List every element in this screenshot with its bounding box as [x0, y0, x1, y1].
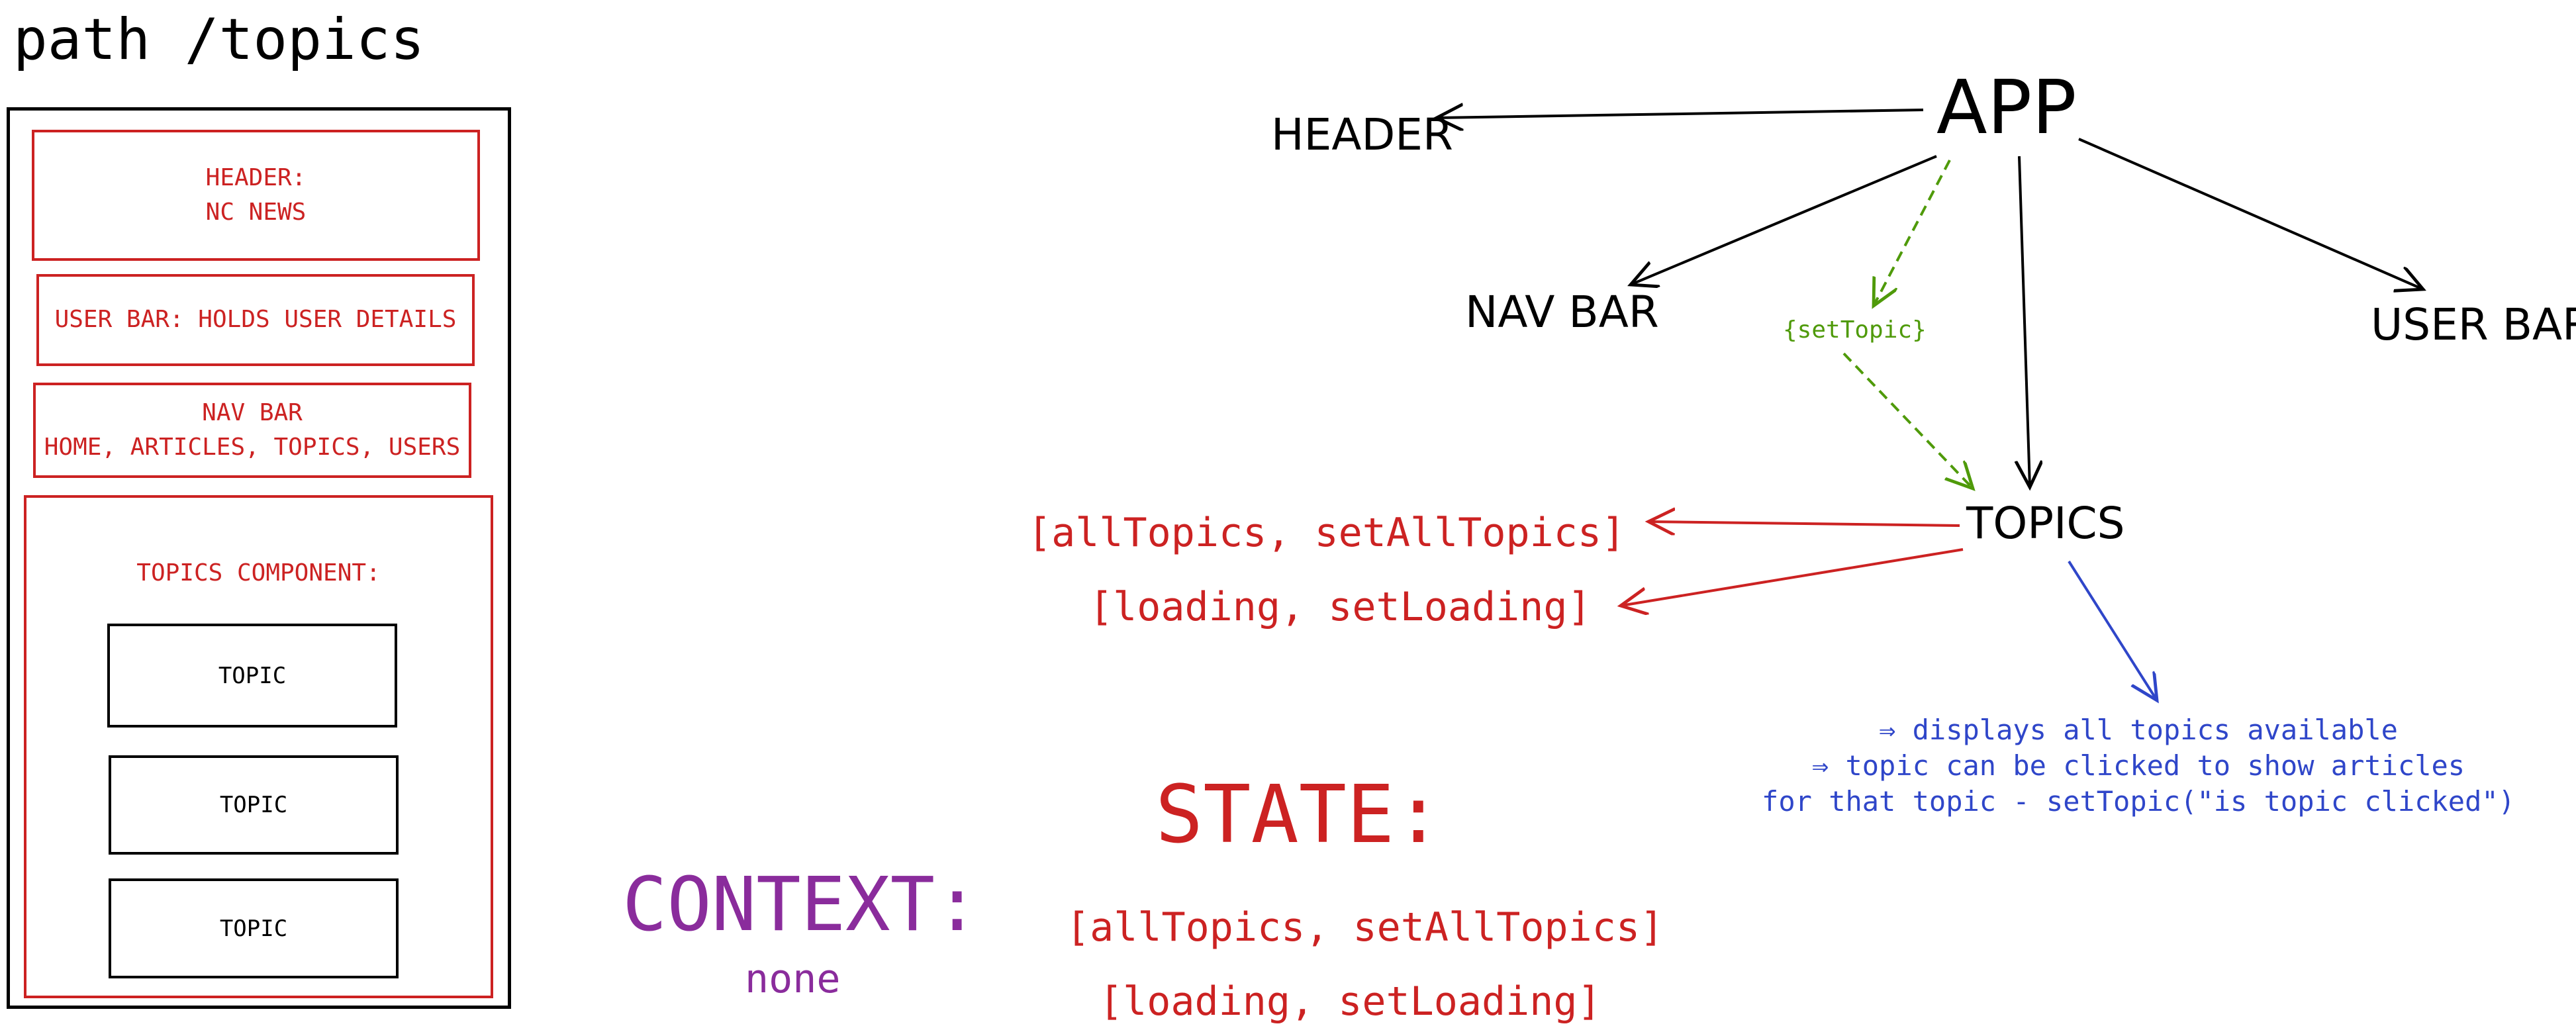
arrow-app-to-user-bar — [2078, 138, 2423, 289]
wireframe-header-subtitle: NC NEWS — [205, 199, 307, 226]
arrow-topics-to-loading-state — [1621, 548, 1964, 606]
context-title: CONTEXT: — [622, 862, 980, 948]
topic-item-label: TOPIC — [219, 915, 288, 942]
state-alltopics: [allTopics, setAllTopics] — [1066, 904, 1664, 951]
page-wireframe — [7, 107, 511, 1009]
topics-state-loading: [loading, setLoading] — [1089, 584, 1592, 630]
node-header: HEADER — [1271, 109, 1453, 160]
topic-item-label: TOPIC — [219, 792, 288, 818]
state-title: STATE: — [1155, 769, 1443, 861]
wireframe-topic-item: TOPIC — [109, 878, 399, 978]
wireframe-nav-bar-links: HOME, ARTICLES, TOPICS, USERS — [44, 434, 461, 461]
arrow-topics-to-alltopics-state — [1648, 522, 1960, 526]
arrow-settopic-to-topics — [1842, 352, 1973, 489]
wireframe-header-box: HEADER: NC NEWS — [32, 130, 480, 261]
node-app: APP — [1936, 65, 2077, 151]
node-nav-bar: NAV BAR — [1465, 287, 1659, 338]
arrow-topics-to-note — [2068, 560, 2157, 700]
wireframe-topic-item: TOPIC — [107, 624, 397, 728]
page-title: path /topics — [13, 7, 425, 73]
topics-state-alltopics: [allTopics, setAllTopics] — [1027, 510, 1626, 556]
wireframe-topics-component-box — [24, 495, 493, 998]
wireframe-topic-item: TOPIC — [109, 755, 399, 855]
topic-item-label: TOPIC — [218, 662, 287, 689]
state-loading: [loading, setLoading] — [1099, 978, 1601, 1025]
wireframe-topics-component-label: TOPICS COMPONENT: — [136, 559, 381, 587]
topics-note-line: ⇒ displays all topics available — [1879, 714, 2398, 746]
wireframe-user-bar-box: USER BAR: HOLDS USER DETAILS — [36, 274, 475, 366]
arrow-app-to-header — [1437, 110, 1924, 118]
prop-settopic-label: {setTopic} — [1783, 316, 1927, 344]
node-user-bar: USER BAR — [2371, 299, 2576, 350]
topics-note: ⇒ displays all topics available ⇒ topic … — [1744, 712, 2532, 820]
topics-note-line: for that topic - setTopic("is topic clic… — [1762, 785, 2515, 818]
context-value: none — [745, 956, 841, 1002]
wireframe-nav-bar-title: NAV BAR — [202, 399, 303, 426]
arrow-app-to-topics — [2019, 156, 2030, 487]
wireframe-nav-bar-box: NAV BAR HOME, ARTICLES, TOPICS, USERS — [33, 383, 471, 478]
topics-note-line: ⇒ topic can be clicked to show articles — [1811, 749, 2465, 782]
arrow-app-to-nav-bar — [1631, 155, 1937, 285]
wireframe-header-title: HEADER: — [205, 164, 307, 191]
arrow-app-to-settopic — [1874, 160, 1951, 306]
node-topics: TOPICS — [1966, 498, 2125, 549]
wireframe-user-bar-label: USER BAR: HOLDS USER DETAILS — [54, 306, 457, 334]
